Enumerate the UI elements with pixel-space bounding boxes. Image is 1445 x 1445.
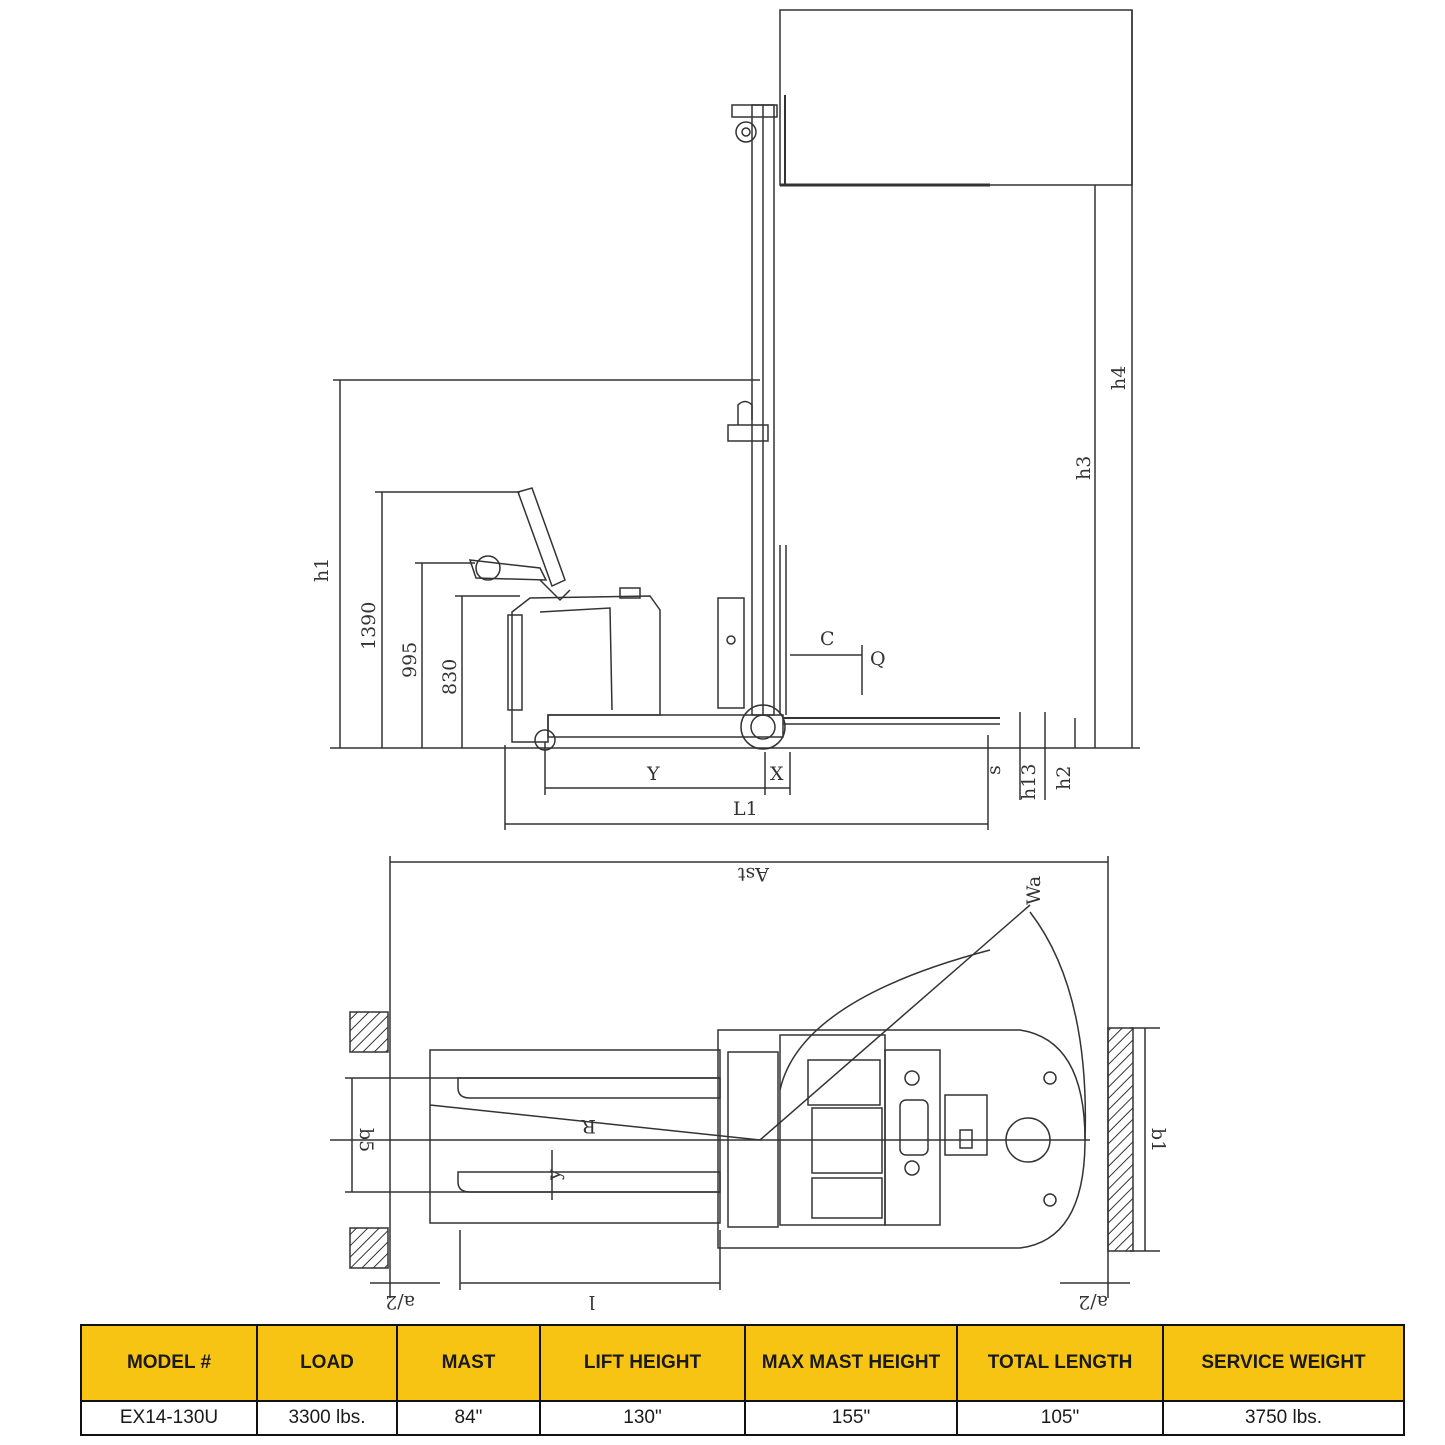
- label-q: Q: [870, 648, 886, 670]
- label-a2-right: a/2: [1078, 1291, 1108, 1313]
- fork: [457, 1077, 721, 1099]
- label-y: Y: [646, 763, 660, 785]
- label-ast: Ast: [738, 863, 770, 885]
- cell-total-length: 105": [956, 1400, 1164, 1436]
- header-model: MODEL #: [80, 1324, 258, 1402]
- label-b5: b5: [355, 1128, 377, 1152]
- cell-lift-height: 130": [539, 1400, 746, 1436]
- label-h2: h2: [1053, 766, 1075, 790]
- top-view: [330, 856, 1160, 1298]
- header-mast: MAST: [396, 1324, 541, 1402]
- label-l1: L1: [733, 798, 758, 820]
- cell-max-mast-height: 155": [744, 1400, 958, 1436]
- technical-drawing: h1 1390 995 830 Y X L1 C Q s h13 h2 h3 h…: [311, 9, 1169, 1313]
- spec-table: MODEL # LOAD MAST LIFT HEIGHT MAX MAST H…: [80, 1324, 1405, 1436]
- cell-model: EX14-130U: [80, 1400, 258, 1436]
- label-830: 830: [439, 659, 461, 695]
- label-995: 995: [399, 642, 421, 678]
- truck-body: [507, 587, 784, 743]
- side-view-labels: h1 1390 995 830 Y X L1 C Q s h13 h2 h3 h…: [311, 366, 1130, 820]
- label-l: l: [589, 1291, 595, 1313]
- label-y-top: y: [543, 1169, 565, 1181]
- label-h4: h4: [1108, 366, 1130, 390]
- label-h1: h1: [311, 558, 333, 582]
- header-load: LOAD: [256, 1324, 398, 1402]
- pallet: [429, 1049, 721, 1224]
- top-view-labels: Ast Wa R y b5 b1 l a/2 a/2: [355, 863, 1169, 1313]
- label-wa: Wa: [1023, 876, 1045, 905]
- label-a2-left: a/2: [385, 1291, 415, 1313]
- mast: [727, 104, 787, 716]
- label-s: s: [983, 765, 1005, 775]
- cell-load: 3300 lbs.: [256, 1400, 398, 1436]
- label-1390: 1390: [358, 602, 380, 650]
- spec-header-row: MODEL # LOAD MAST LIFT HEIGHT MAX MAST H…: [80, 1324, 1405, 1402]
- cell-mast: 84": [396, 1400, 541, 1436]
- load-wheel: [740, 704, 786, 750]
- header-max-mast-height: MAX MAST HEIGHT: [744, 1324, 958, 1402]
- header-total-length: TOTAL LENGTH: [956, 1324, 1164, 1402]
- header-lift-height: LIFT HEIGHT: [539, 1324, 746, 1402]
- cell-service-weight: 3750 lbs.: [1162, 1400, 1405, 1436]
- fork: [457, 1171, 721, 1193]
- wall-hatch: [1107, 1027, 1134, 1252]
- table-row: EX14-130U 3300 lbs. 84" 130" 155" 105" 3…: [80, 1400, 1405, 1436]
- wall-hatch: [349, 1227, 389, 1269]
- tiller: [468, 487, 571, 602]
- label-b1: b1: [1147, 1128, 1169, 1152]
- side-view: [330, 9, 1140, 830]
- wall-hatch: [349, 1011, 389, 1053]
- label-r: R: [581, 1115, 596, 1137]
- label-c: C: [820, 628, 835, 650]
- label-h3: h3: [1073, 456, 1095, 480]
- label-h13: h13: [1018, 764, 1040, 800]
- raised-load: [779, 9, 1133, 186]
- header-service-weight: SERVICE WEIGHT: [1162, 1324, 1405, 1402]
- label-x: X: [770, 763, 784, 785]
- truck-top: [717, 1029, 1086, 1249]
